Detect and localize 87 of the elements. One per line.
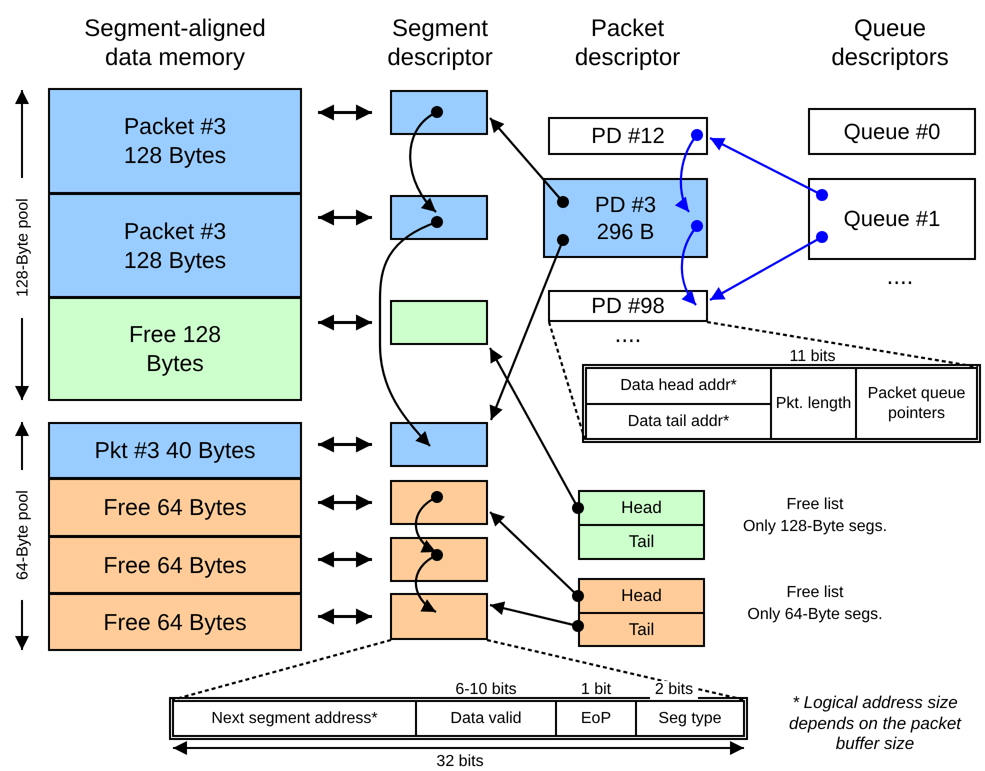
free-list-field: [578, 578, 705, 614]
arrow: [490, 234, 569, 420]
node-label: Free 64 Bytes: [103, 550, 247, 580]
node-label: PD #12: [591, 122, 665, 150]
free-list-caption: Free list: [786, 583, 844, 604]
zoom-line: [486, 638, 746, 702]
arrow: [710, 137, 828, 201]
zoom-line: [548, 322, 586, 440]
arrow: [489, 347, 584, 514]
table-cell: Packet queue pointers: [855, 367, 978, 440]
queue-descriptor-box: [808, 178, 976, 260]
packet-descriptor-box: [548, 290, 708, 322]
ellipsis: ....: [614, 324, 642, 346]
free-list-field: [578, 524, 705, 560]
node-label: Free 64 Bytes: [103, 493, 247, 522]
column-heading: Queue descriptors: [830, 14, 950, 73]
node-label: Free 64 Bytes: [103, 608, 247, 636]
free-list-caption: Only 64-Byte segs.: [746, 605, 884, 626]
arrow: [318, 210, 372, 226]
memory-block: [48, 297, 302, 401]
bit-width-label: 6-10 bits: [454, 680, 518, 700]
node-label: Tail: [628, 618, 654, 640]
node-label: Packet #3 128 Bytes: [122, 112, 228, 170]
arrow: [680, 220, 703, 306]
memory-block: [48, 88, 302, 194]
arrow: [414, 491, 443, 553]
zoom-line: [172, 638, 392, 702]
segment-descriptor-box: [390, 195, 488, 240]
arrow: [318, 314, 372, 330]
memory-block: [48, 478, 302, 537]
arrow: [318, 436, 372, 452]
packet-descriptor-box: [548, 117, 708, 155]
bit-width-label: 1 bit: [580, 680, 612, 700]
free-list-field: [578, 490, 705, 526]
footnote: * Logical address size depends on the packet buffer size: [788, 692, 962, 756]
arrow: [378, 216, 443, 447]
column-heading: Segment descriptor: [386, 14, 494, 73]
table-cell: EoP: [555, 700, 637, 737]
node-label: Free 128 Bytes: [128, 320, 222, 378]
segment-descriptor-box: [390, 300, 488, 345]
free-list-field: [578, 612, 705, 647]
arrow: [409, 106, 443, 213]
free-list-caption: Only 128-Byte segs.: [742, 517, 888, 538]
bit-width-label: 2 bits: [650, 681, 698, 699]
table-cell: Data tail addr*: [585, 403, 772, 440]
arrow: [709, 231, 828, 301]
column-heading: Packet descriptor: [574, 14, 682, 73]
free-list-caption: Free list: [786, 495, 844, 516]
arrow: [489, 511, 584, 602]
zoom-line: [706, 320, 978, 368]
table-cell: Data valid: [415, 700, 557, 737]
column-heading: Segment-aligned data memory: [83, 14, 267, 73]
node-label: Queue #0: [844, 118, 940, 146]
arrow: [318, 494, 372, 510]
dimension-label: 32 bits: [435, 752, 485, 771]
arrow: [490, 601, 584, 632]
node-label: Tail: [628, 531, 654, 553]
memory-block: [48, 193, 302, 298]
table-cell: Next segment address*: [172, 700, 417, 737]
table-cell: Pkt. length: [770, 367, 857, 440]
packet-descriptor-box: [543, 178, 708, 258]
memory-block: [48, 536, 302, 594]
memory-block: [48, 593, 302, 651]
bit-width-label: 11 bits: [788, 346, 836, 367]
ellipsis: ....: [886, 266, 914, 288]
segment-descriptor-box: [390, 593, 488, 640]
segment-descriptor-box: [390, 422, 488, 467]
arrow: [318, 552, 372, 568]
node-label: Queue #1: [844, 205, 940, 233]
node-label: Pkt #3 40 Bytes: [94, 436, 256, 465]
segment-descriptor-box: [390, 90, 488, 135]
arrow: [414, 549, 443, 613]
arrow: [489, 117, 569, 208]
memory-block: [48, 422, 302, 479]
node-label: Head: [621, 497, 662, 519]
segment-descriptor-box: [390, 480, 488, 525]
node-label: Packet #3 128 Bytes: [122, 216, 228, 274]
segment-descriptor-box: [390, 537, 488, 582]
table-cell: Data head addr*: [585, 367, 772, 405]
node-label: PD #3 296 B: [594, 190, 658, 246]
table-cell: Seg type: [635, 700, 745, 737]
arrow: [676, 129, 703, 213]
arrow: [318, 608, 372, 624]
arrow: [318, 104, 372, 120]
node-label: PD #98: [591, 292, 665, 320]
queue-descriptor-box: [808, 108, 976, 155]
node-label: Head: [621, 585, 662, 607]
